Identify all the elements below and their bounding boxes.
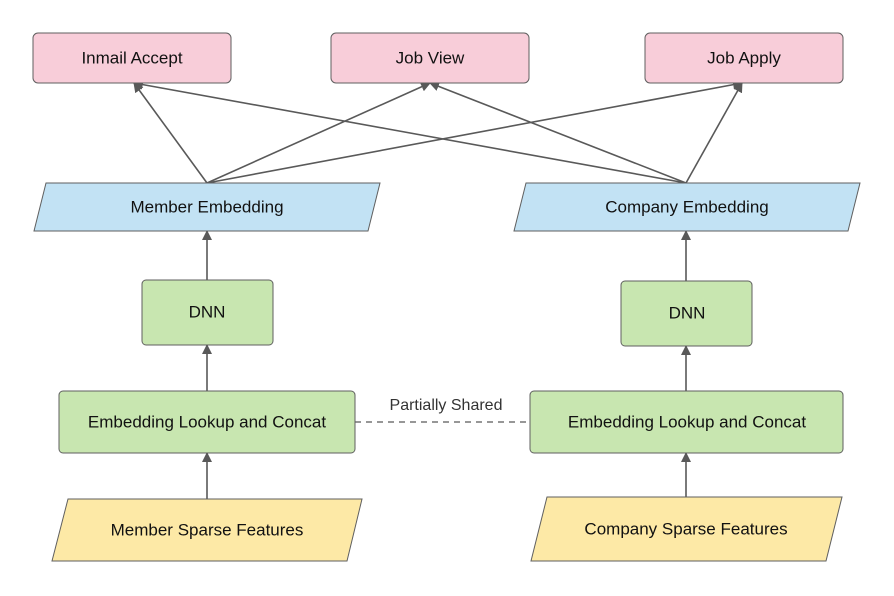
shared-link: Partially Shared bbox=[355, 397, 530, 423]
edge-member-embedding-to-inmail-accept bbox=[133, 82, 208, 184]
member-lookup-node: Embedding Lookup and Concat bbox=[58, 390, 356, 454]
member-lookup-label: Embedding Lookup and Concat bbox=[88, 413, 326, 432]
node-layer: Inmail Accept Job View Job Apply Member … bbox=[32, 32, 861, 562]
job-view-label: Job View bbox=[396, 49, 465, 68]
company-dnn-label: DNN bbox=[669, 304, 706, 323]
edge-member-embedding-to-job-view bbox=[206, 82, 431, 184]
company-dnn-node: DNN bbox=[620, 280, 753, 347]
member-dnn-node: DNN bbox=[141, 279, 274, 346]
edge-company-embedding-to-job-view bbox=[429, 81, 687, 184]
edge-member-embedding-to-job-apply bbox=[206, 79, 743, 184]
job-view-node: Job View bbox=[330, 32, 530, 84]
company-lookup-node: Embedding Lookup and Concat bbox=[529, 390, 844, 454]
company-sparse-features-node: Company Sparse Features bbox=[530, 496, 843, 562]
edge-layer bbox=[133, 79, 743, 499]
inmail-accept-label: Inmail Accept bbox=[81, 49, 182, 68]
company-lookup-label: Embedding Lookup and Concat bbox=[568, 413, 806, 432]
job-apply-label: Job Apply bbox=[707, 49, 781, 68]
member-sparse-features-label: Member Sparse Features bbox=[111, 521, 304, 540]
member-sparse-features-node: Member Sparse Features bbox=[51, 498, 363, 562]
edge-company-embedding-to-job-apply bbox=[685, 82, 743, 184]
edge-company-embedding-to-inmail-accept bbox=[133, 79, 687, 184]
member-embedding-node: Member Embedding bbox=[33, 182, 381, 232]
company-embedding-label: Company Embedding bbox=[605, 198, 768, 217]
partially-shared-label: Partially Shared bbox=[390, 397, 503, 414]
member-dnn-label: DNN bbox=[189, 303, 226, 322]
inmail-accept-node: Inmail Accept bbox=[32, 32, 232, 84]
member-embedding-label: Member Embedding bbox=[130, 198, 283, 217]
company-sparse-features-label: Company Sparse Features bbox=[584, 520, 787, 539]
company-embedding-node: Company Embedding bbox=[513, 182, 861, 232]
job-apply-node: Job Apply bbox=[644, 32, 844, 84]
